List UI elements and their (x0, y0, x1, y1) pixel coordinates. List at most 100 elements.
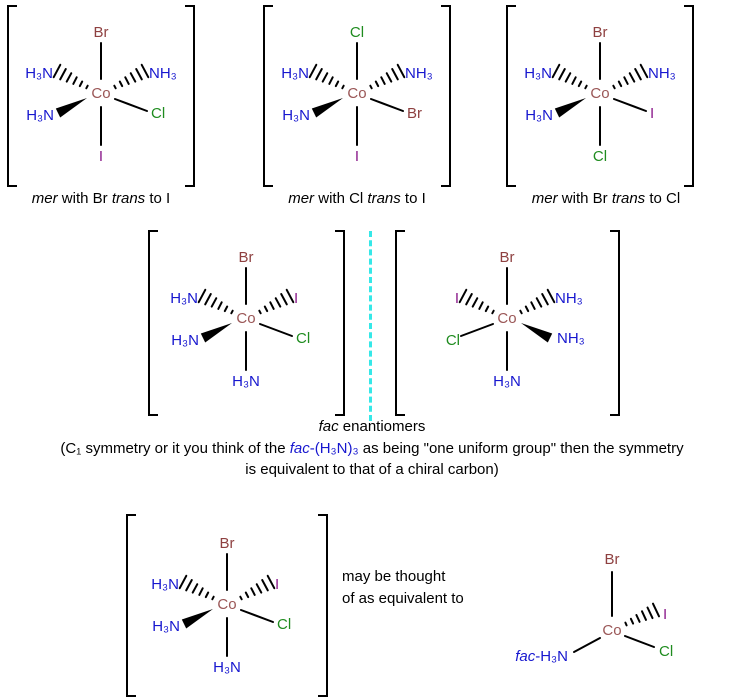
caption-mer-br-trans-i: mer with Br trans to I (7, 190, 195, 207)
ligand-lower-left: H₃N (26, 107, 54, 124)
ligand-top: Br (500, 249, 515, 266)
caption-italic: mer (31, 190, 58, 207)
structure-svg: Br I NH₃ Co Cl NH₃ H₃N (446, 249, 585, 390)
caption-text: with Cl (314, 190, 368, 207)
ligand-lower-right: Cl (277, 616, 291, 633)
structure-svg: Br I Cl Co fac-H₃N (515, 551, 673, 665)
equivalence-line2: of as equivalent to (342, 590, 464, 607)
caption-symmetry-line2: is equivalent to that of a chiral carbon… (0, 461, 744, 478)
structure-svg: Br H₃N NH₃ Co H₃N Cl I (25, 24, 177, 165)
left-bracket (148, 230, 158, 416)
ligand-upper-right: NH₃ (405, 65, 433, 82)
left-bracket (7, 5, 17, 187)
complex-fac-left: Br H₃N I Co H₃N Cl H₃N (148, 230, 345, 416)
caption-mer-br-trans-cl: mer with Br trans to Cl (512, 190, 700, 207)
ligand-top: Br (94, 24, 109, 41)
ligand-lower-right: Cl (659, 643, 673, 660)
right-bracket (185, 5, 195, 187)
caption-text: to I (400, 190, 426, 207)
metal-center: Co (91, 85, 110, 102)
ligand-upper-right: NH₃ (648, 65, 676, 82)
right-bracket (610, 230, 620, 416)
left-bracket (263, 5, 273, 187)
metal-center: Co (217, 596, 236, 613)
ligand-lower-right: I (650, 105, 654, 122)
ligand-top: Br (593, 24, 608, 41)
caption-mer-cl-trans-i: mer with Cl trans to I (263, 190, 451, 207)
structure-svg: Br H₃N NH₃ Co H₃N I Cl (524, 24, 676, 165)
caption-italic: mer (288, 190, 315, 207)
structure-svg: Br H₃N I Co H₃N Cl H₃N (170, 249, 310, 390)
caption-symmetry-line1: (C₁ symmetry or it you think of the fac-… (0, 440, 744, 457)
ligand-lower-left: H₃N (282, 107, 310, 124)
complex-mer-br-trans-cl: Br H₃N NH₃ Co H₃N I Cl (506, 5, 694, 187)
left-bracket (395, 230, 405, 416)
metal-center: Co (236, 310, 255, 327)
ligand-upper-right: NH₃ (555, 290, 583, 307)
caption-text: enantiomers (338, 418, 426, 435)
right-bracket (335, 230, 345, 416)
caption-italic: trans (111, 190, 146, 207)
caption-text: -(H₃N)₃ (309, 440, 359, 457)
ligand-lower-right: Cl (151, 105, 165, 122)
ligand-bottom: H₃N (493, 373, 521, 390)
ligand-lower-left: H₃N (152, 618, 180, 635)
metal-center: Co (602, 622, 621, 639)
ligand-bottom: H₃N (232, 373, 260, 390)
metal-center: Co (347, 85, 366, 102)
caption-text: (C₁ symmetry or it you think of the (60, 440, 290, 457)
ligand-lower-left: Cl (446, 332, 460, 349)
mirror-divider (369, 231, 372, 421)
metal-center: Co (497, 310, 516, 327)
fac-prefix: fac (515, 648, 536, 665)
caption-italic: fac (289, 440, 310, 457)
ligand-lower-left: H₃N (525, 107, 553, 124)
caption-italic: mer (531, 190, 558, 207)
caption-italic: trans (611, 190, 646, 207)
ligand-top: Br (239, 249, 254, 266)
ligand-bottom: I (355, 148, 359, 165)
ligand-bottom: I (99, 148, 103, 165)
metal-center: Co (590, 85, 609, 102)
complex-mer-cl-trans-i: Cl H₃N NH₃ Co H₃N Br I (263, 5, 451, 187)
ligand-lower-right: NH₃ (557, 330, 585, 347)
ligand-lower-right: Cl (296, 330, 310, 347)
ligand-top: Br (220, 535, 235, 552)
caption-text: to Cl (645, 190, 681, 207)
caption-fac-group: fac-(H₃N)₃ (290, 440, 359, 457)
complex-fac-right: Br I NH₃ Co Cl NH₃ H₃N (395, 230, 620, 416)
ligand-upper-right: I (275, 576, 279, 593)
equivalence-line1: may be thought (342, 568, 446, 585)
ligand-upper-left: H₃N (151, 576, 179, 593)
structure-svg: Br H₃N I Co H₃N Cl H₃N (151, 535, 291, 676)
ligand-upper-right: I (294, 290, 298, 307)
equivalence-note: may be thought of as equivalent to (342, 566, 464, 610)
ligand-upper-right: NH₃ (149, 65, 177, 82)
structure-svg: Cl H₃N NH₃ Co H₃N Br I (281, 24, 433, 165)
ligand-upper-left: H₃N (170, 290, 198, 307)
ligand-lower-left: H₃N (171, 332, 199, 349)
ligand-upper-left: H₃N (25, 65, 53, 82)
ligand-bottom: Cl (593, 148, 607, 165)
right-bracket (318, 514, 328, 697)
left-bracket (126, 514, 136, 697)
left-bracket (506, 5, 516, 187)
ligand-bottom: H₃N (213, 659, 241, 676)
caption-fac-enantiomers: fac enantiomers (0, 418, 744, 435)
complex-fac-bottom: Br H₃N I Co H₃N Cl H₃N (126, 514, 328, 697)
right-bracket (684, 5, 694, 187)
ligand-upper-left: H₃N (281, 65, 309, 82)
caption-italic: fac (318, 418, 339, 435)
caption-text: with Br (557, 190, 612, 207)
caption-italic: trans (367, 190, 401, 207)
simplified-chiral-analog: Br I Cl Co fac-H₃N (492, 520, 732, 690)
ligand-upper-right: I (663, 606, 667, 623)
caption-text: as being "one uniform group" then the sy… (358, 440, 684, 457)
caption-text: is equivalent to that of a chiral carbon… (245, 461, 499, 478)
right-bracket (441, 5, 451, 187)
tetrahedral-bonds (573, 571, 660, 653)
ligand-top: Br (605, 551, 620, 568)
ligand-upper-left: H₃N (524, 65, 552, 82)
amine-label: -H₃N (535, 648, 568, 665)
